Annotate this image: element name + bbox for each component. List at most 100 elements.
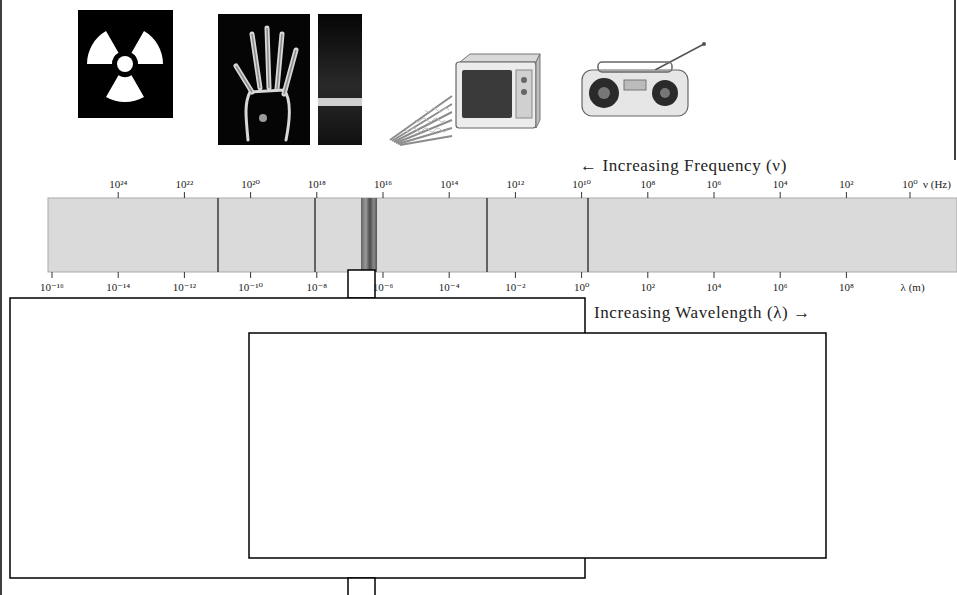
axis-title: Increasing Wavelength (λ) → [594, 303, 811, 323]
tick [449, 272, 450, 278]
radio-speaker-center [660, 88, 670, 98]
frequency-tick-label: 10¹⁶ [374, 178, 392, 191]
ir-wave [425, 108, 449, 112]
ir-wave [415, 118, 445, 122]
tick [714, 192, 715, 198]
microwave-knob [521, 77, 527, 83]
zoom-box [348, 578, 375, 595]
radiation-icon [78, 10, 173, 118]
ir-wave [405, 128, 447, 132]
frequency-tick-label: 10²⁴ [109, 178, 127, 191]
tick [250, 192, 251, 198]
microwave-icon [456, 62, 536, 128]
axis-unit: λ (m) [901, 281, 925, 294]
tick [846, 192, 847, 198]
wavelength-tick-label: 10⁻¹² [173, 281, 196, 294]
wavelength-tick-label: 10² [641, 281, 655, 294]
ir-ray [398, 128, 452, 144]
wavelength-tick-label: 10⁻¹⁶ [40, 281, 64, 294]
frequency-tick-label: 10⁸ [640, 178, 655, 191]
tick [581, 192, 582, 198]
blank-panel [249, 333, 826, 558]
axis-title: ← Increasing Frequency (ν) [580, 156, 787, 176]
trefoil-blade [87, 31, 119, 64]
frequency-tick-label: 10¹⁸ [308, 178, 326, 191]
ir-waves [405, 108, 449, 132]
xray-bone [236, 66, 252, 92]
tick [184, 272, 185, 278]
radio-dial [624, 80, 646, 90]
tick [780, 192, 781, 198]
tick [910, 192, 911, 198]
visible-stripe [361, 198, 377, 272]
tick [383, 272, 384, 278]
xray-bone [277, 34, 282, 89]
tick [316, 272, 317, 278]
radio-handle [598, 62, 672, 72]
frequency-tick-label: 10¹⁴ [440, 178, 458, 191]
microwave-side [536, 54, 540, 128]
frequency-tick-label: 10⁴ [773, 178, 788, 191]
tick [780, 272, 781, 278]
frequency-tick-label: 10⁶ [707, 178, 722, 191]
ir-ray [400, 136, 452, 145]
wavelength-tick-label: 10⁸ [839, 281, 854, 294]
tick [515, 272, 516, 278]
radio-icon [582, 70, 688, 116]
xray-finger [284, 50, 296, 94]
tick [846, 272, 847, 278]
wavelength-tick-label: 10⁻⁸ [306, 281, 327, 294]
radio-speaker [652, 80, 678, 106]
tick [383, 192, 384, 198]
xray-bone [284, 50, 296, 94]
microwave-knob [521, 89, 527, 95]
tick [250, 272, 251, 278]
region-divider [217, 198, 218, 272]
wavelength-tick-label: 10⁻¹⁴ [106, 281, 130, 294]
xray-finger [267, 28, 269, 88]
tick [714, 272, 715, 278]
xray-bones [236, 28, 296, 94]
frequency-tick-label: 10¹⁰ [572, 178, 591, 191]
frequency-tick-label: 10¹² [507, 178, 525, 191]
frame-line [0, 0, 2, 595]
tick [581, 272, 582, 278]
frequency-tick-label: 10² [839, 178, 853, 191]
wavelength-tick-label: 10⁻⁴ [439, 281, 460, 294]
radio-antenna [655, 44, 704, 70]
radio-speaker-center [598, 87, 610, 99]
wavelength-tick-label: 10⁰ [574, 281, 589, 294]
zoom-box [348, 270, 375, 298]
tick [449, 192, 450, 198]
xray-finger [252, 34, 260, 88]
frequency-tick-label: 10²⁰ [241, 178, 260, 191]
frame-line [954, 0, 956, 160]
trefoil-center [117, 56, 133, 72]
tick [647, 272, 648, 278]
radio-speaker [589, 78, 619, 108]
microwave-top [460, 54, 540, 62]
wavelength-tick-label: 10⁶ [773, 281, 788, 294]
region-divider [486, 198, 487, 272]
tick [316, 192, 317, 198]
xray-hand [236, 28, 296, 140]
tick [184, 192, 185, 198]
xray-icon [218, 14, 310, 145]
tick [52, 272, 53, 278]
frequency-tick-label: 10²² [176, 178, 194, 191]
wavelength-tick-label: 10⁴ [707, 281, 722, 294]
wavelength-tick-label: 10⁻⁶ [373, 281, 394, 294]
wavelength-tick-label: 10⁻² [505, 281, 525, 294]
tick [118, 272, 119, 278]
spectrum-band [48, 198, 957, 272]
ir-ray [396, 120, 452, 143]
infrared-icon [390, 96, 452, 145]
radio-antenna-tip [702, 42, 706, 46]
ir-ray [392, 104, 452, 141]
frequency-tick-label: 10⁰ [902, 178, 917, 191]
uv-line [318, 98, 362, 106]
axis-unit: ν (Hz) [923, 178, 951, 191]
